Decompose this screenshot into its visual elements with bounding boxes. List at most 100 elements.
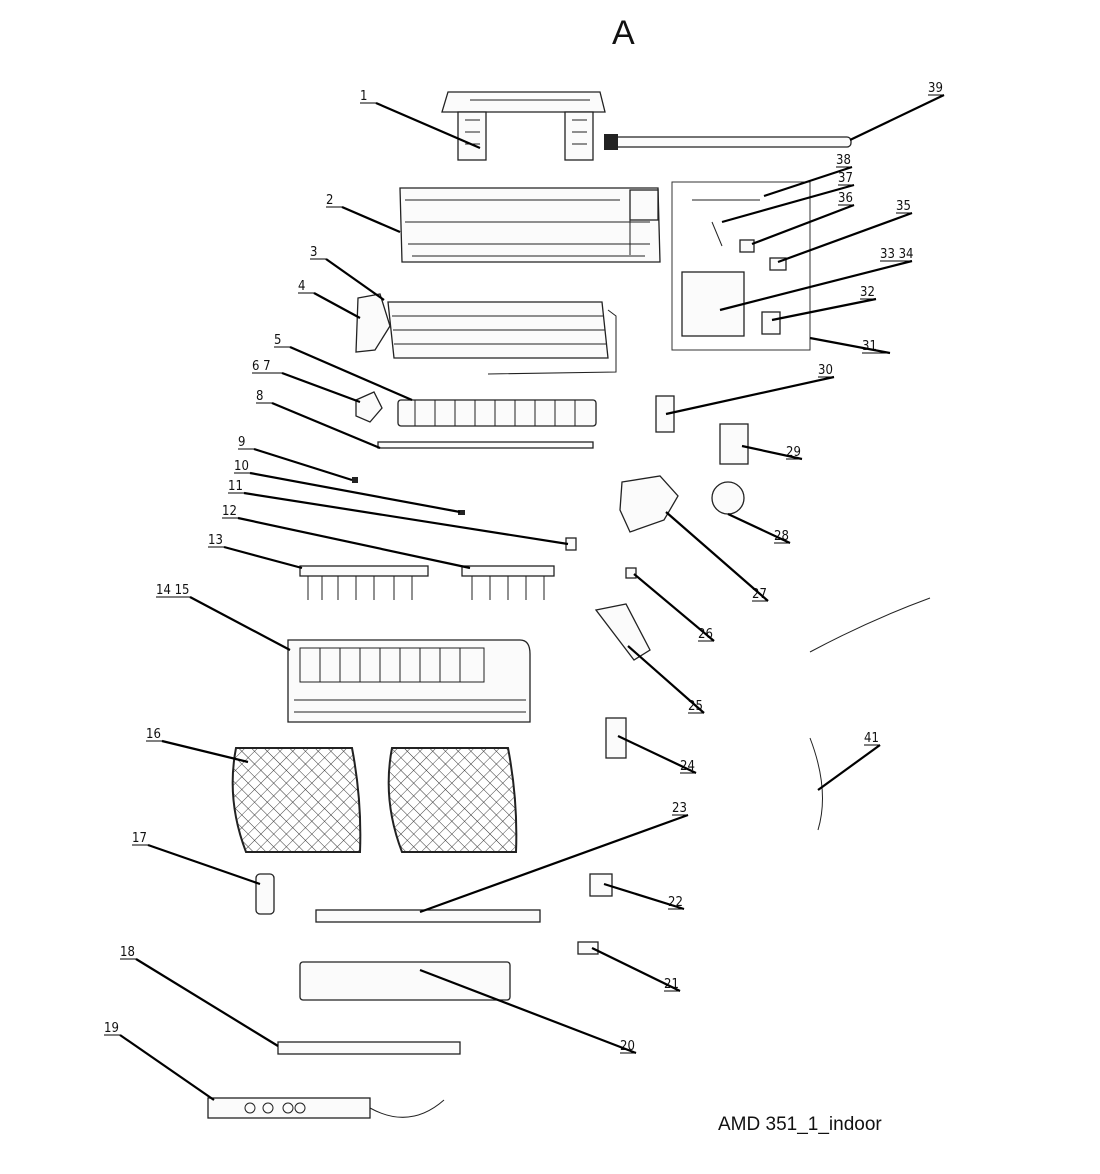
leader-line (189, 596, 291, 651)
callout-number: 19 (104, 1021, 119, 1036)
control-board (207, 1097, 445, 1119)
leader-line (763, 165, 853, 198)
leader-line (603, 882, 685, 911)
callout-number: 8 (256, 389, 263, 404)
remote-control (255, 873, 275, 915)
leader-line (237, 516, 471, 570)
air-filter-left (231, 747, 362, 853)
step-motor (625, 567, 637, 579)
leader-line (253, 447, 353, 482)
shaft-rod (377, 441, 594, 449)
leader-line (135, 958, 279, 1047)
terminal-cover (655, 395, 675, 433)
leader-line (633, 573, 715, 642)
motor-bracket (719, 423, 749, 465)
leader-line (147, 843, 261, 886)
clamp (589, 873, 613, 897)
callout-number: 10 (234, 459, 249, 474)
leader-line (419, 968, 637, 1055)
leader-line (313, 292, 361, 319)
cross-flow-fan (397, 399, 597, 427)
drain-pipe (604, 134, 852, 150)
leader-line (809, 336, 891, 355)
louver-right (461, 565, 555, 600)
leader-line (243, 491, 569, 546)
callout-number: 36 (838, 191, 853, 206)
leader-line (289, 345, 413, 402)
leader-line (721, 183, 855, 224)
chassis (399, 187, 661, 263)
mounting-plate (441, 91, 606, 161)
leader-line (741, 444, 803, 461)
electrical-box (681, 271, 745, 337)
callout-number: 35 (896, 199, 911, 214)
power-cable (809, 737, 823, 831)
fan-housing (619, 475, 679, 533)
callout-number: 16 (146, 727, 161, 742)
callout-number: 11 (228, 479, 243, 494)
bearing-holder (355, 391, 383, 423)
leader-line (341, 205, 401, 234)
leader-line (627, 645, 705, 714)
leader-line (751, 203, 855, 246)
drain-tray (594, 603, 651, 661)
leader-line (849, 94, 945, 141)
leader-line (727, 513, 791, 544)
callout-number: 37 (838, 171, 853, 186)
leader-line (375, 101, 481, 150)
lower-strip (315, 909, 541, 923)
callout-number: 18 (120, 945, 135, 960)
display-bar (277, 1041, 461, 1055)
louver-left (299, 565, 429, 600)
leader-line (665, 375, 835, 416)
callout-number: 9 (238, 435, 245, 450)
callout-number: 38 (836, 153, 851, 168)
callout-number: 23 (672, 801, 687, 816)
front-frame (287, 639, 531, 723)
leader-line (419, 813, 689, 914)
leader-line (281, 371, 361, 404)
callout-number: 41 (864, 731, 879, 746)
callout-number: 33 34 (880, 247, 913, 262)
terminal-block (739, 239, 755, 253)
callout-number: 39 (928, 81, 943, 96)
air-filter-right (387, 747, 518, 853)
leader-line (617, 735, 697, 774)
callout-number: 4 (298, 279, 305, 294)
leader-line (161, 739, 249, 764)
callout-number: 5 (274, 333, 281, 348)
leader-line (771, 297, 877, 322)
callout-number: 1 (360, 89, 367, 104)
fan-motor (711, 481, 745, 515)
diagram-caption: AMD 351_1_indoor (718, 1114, 882, 1135)
leader-line (119, 1034, 215, 1101)
leader-line (249, 471, 461, 514)
evaporator (387, 301, 617, 375)
valve (577, 941, 599, 955)
callout-number: 6 7 (252, 359, 271, 374)
leader-line (817, 744, 881, 791)
transformer (761, 311, 781, 335)
callout-number: 12 (222, 504, 237, 519)
electrical-group-frame (671, 181, 811, 351)
callout-number: 14 15 (156, 583, 189, 598)
leader-line (777, 211, 913, 264)
callout-number: 32 (860, 285, 875, 300)
leader-line (271, 401, 381, 450)
callout-number: 3 (310, 245, 317, 260)
callout-number: 17 (132, 831, 147, 846)
callout-number: 13 (208, 533, 223, 548)
leader-line (325, 258, 385, 301)
front-panel (299, 961, 511, 1001)
callout-number: 30 (818, 363, 833, 378)
clip (458, 510, 465, 515)
leader-line (223, 545, 303, 570)
screw (352, 477, 358, 483)
leader-line (665, 511, 769, 602)
diagram-title: A (612, 14, 636, 52)
side-bracket (355, 293, 391, 353)
thermistor (711, 221, 723, 247)
callout-number: 2 (326, 193, 333, 208)
